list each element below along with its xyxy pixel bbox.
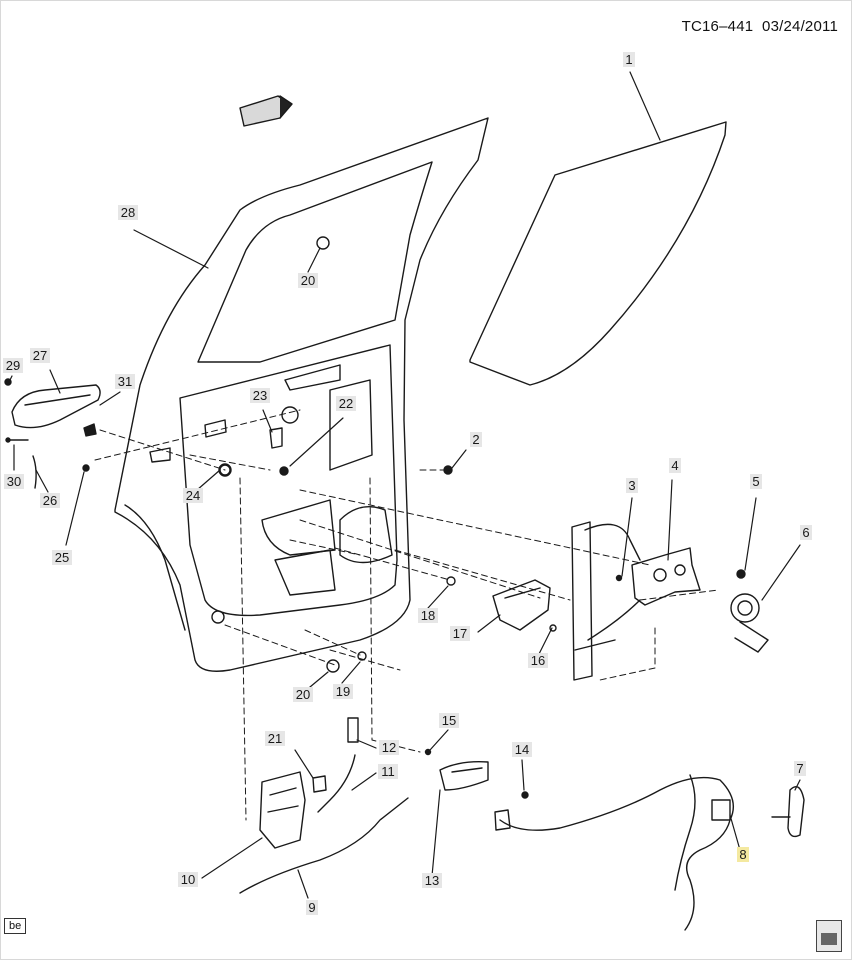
callout-31: 31 <box>118 374 132 389</box>
callout-31-bg <box>115 374 135 389</box>
callout-25-bg <box>52 550 72 565</box>
callout-17: 17 <box>453 626 467 641</box>
callout-18: 18 <box>421 608 435 623</box>
callout-4-bg <box>669 458 681 473</box>
callout-16: 16 <box>531 653 545 668</box>
callout-25: 25 <box>55 550 69 565</box>
callout-labels: 1234567891011121314151617181920202122232… <box>3 52 812 915</box>
callout-13-bg <box>422 873 442 888</box>
callout-28-bg <box>118 205 138 220</box>
callout-9: 9 <box>308 900 315 915</box>
callout-24-bg <box>183 488 203 503</box>
callout-26-bg <box>40 493 60 508</box>
callout-18-bg <box>418 608 438 623</box>
callout-1-bg <box>623 52 635 67</box>
callout-9-bg <box>306 900 318 915</box>
callout-5: 5 <box>752 474 759 489</box>
callout-5-bg <box>750 474 762 489</box>
window-glass <box>469 121 727 386</box>
window-regulator <box>571 521 641 681</box>
callout-23-bg <box>250 388 270 403</box>
callout-26: 26 <box>43 493 57 508</box>
callout-10: 10 <box>181 872 195 887</box>
callout-16-bg <box>528 653 548 668</box>
diagram-code: TC16–441 <box>681 18 754 35</box>
callout-3: 3 <box>628 478 635 493</box>
callout-19-bg <box>333 684 353 699</box>
callout-23: 23 <box>253 388 267 403</box>
callout-14-bg <box>512 742 532 757</box>
callout-27-bg <box>30 348 50 363</box>
callout-19: 19 <box>336 684 350 699</box>
window-motor <box>730 593 769 653</box>
regulator-bracket <box>631 547 701 606</box>
callout-12: 12 <box>382 740 396 755</box>
outside-handle-part <box>11 384 101 429</box>
callout-20b: 20 <box>296 687 310 702</box>
footer-code-box: be <box>4 918 27 934</box>
callout-4: 4 <box>671 458 678 473</box>
callout-13: 13 <box>425 873 439 888</box>
callout-17-bg <box>450 626 470 641</box>
front-arrow-icon <box>239 95 293 127</box>
callout-10-bg <box>178 872 198 887</box>
door-frame <box>114 117 489 672</box>
callout-21-bg <box>265 731 285 746</box>
callout-11: 11 <box>381 764 395 779</box>
callout-15-bg <box>439 713 459 728</box>
callout-21: 21 <box>268 731 282 746</box>
callout-28: 28 <box>121 205 135 220</box>
callout-12-bg <box>379 740 399 755</box>
corner-logo-icon <box>816 920 842 952</box>
callout-30-bg <box>4 474 24 489</box>
door-latch <box>259 771 306 849</box>
callout-24: 24 <box>186 488 200 503</box>
callout-8: 8 <box>739 847 746 862</box>
callout-8-bg <box>737 847 749 862</box>
callout-20b-bg <box>293 687 313 702</box>
callout-7: 7 <box>796 761 803 776</box>
callout-29: 29 <box>6 358 20 373</box>
wiring-harness <box>494 774 734 931</box>
callout-6-bg <box>800 525 812 540</box>
callout-14: 14 <box>515 742 529 757</box>
diagram-header: TC16–441 03/24/2011 <box>682 18 838 35</box>
callout-6: 6 <box>802 525 809 540</box>
callout-29-bg <box>3 358 23 373</box>
callout-11-bg <box>378 764 398 779</box>
callout-1: 1 <box>625 52 632 67</box>
callout-2-bg <box>470 432 482 447</box>
callout-22-bg <box>336 396 356 411</box>
callout-20a: 20 <box>301 273 315 288</box>
callout-7-bg <box>794 761 806 776</box>
callout-15: 15 <box>442 713 456 728</box>
callout-2: 2 <box>472 432 479 447</box>
callout-20a-bg <box>298 273 318 288</box>
callout-27: 27 <box>33 348 47 363</box>
door-check <box>492 579 551 631</box>
inside-handle <box>439 760 489 791</box>
callout-22: 22 <box>339 396 353 411</box>
callout-30: 30 <box>7 474 21 489</box>
callout-3-bg <box>626 478 638 493</box>
diagram-date: 03/24/2011 <box>762 18 838 35</box>
